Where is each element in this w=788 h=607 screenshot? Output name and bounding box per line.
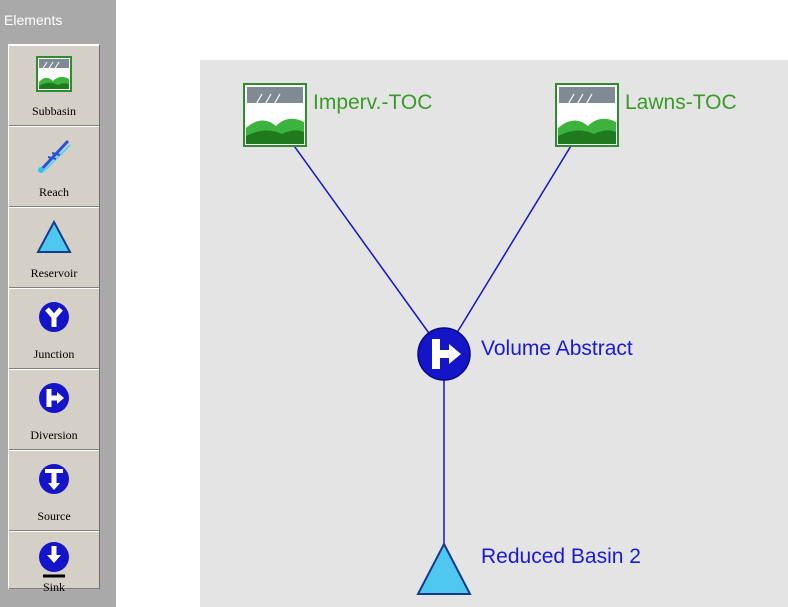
palette-item-junction[interactable]: Junction xyxy=(9,288,99,369)
reservoir-icon xyxy=(36,219,72,253)
palette-item-reservoir[interactable]: Reservoir xyxy=(9,207,99,288)
palette-item-reach[interactable]: Reach xyxy=(9,126,99,207)
palette-item-label: Subbasin xyxy=(31,104,76,118)
palette-item-sink[interactable]: Sink xyxy=(9,531,99,594)
palette-item-source[interactable]: Source xyxy=(9,450,99,531)
node-label-imperv-toc: Imperv.-TOC xyxy=(313,91,433,114)
node-lawns-toc-icon[interactable] xyxy=(555,83,619,147)
palette-item-label: Junction xyxy=(33,347,75,361)
elements-palette: Elements Subbasin Reach xyxy=(0,0,116,607)
palette-item-label: Source xyxy=(37,509,71,523)
node-label-volume-abstract: Volume Abstract xyxy=(481,337,633,360)
sink-icon xyxy=(39,542,69,578)
palette-item-subbasin[interactable]: Subbasin xyxy=(9,45,99,126)
source-icon xyxy=(39,464,69,494)
node-imperv-toc-icon[interactable] xyxy=(243,83,307,147)
reach-icon xyxy=(38,139,71,173)
junction-icon xyxy=(39,302,69,332)
palette-item-diversion[interactable]: Diversion xyxy=(9,369,99,450)
link-lawns-to-diversion xyxy=(443,117,589,355)
basin-canvas[interactable]: Imperv.-TOC Lawns-TOC Volume Abstract Re… xyxy=(200,60,788,607)
palette-item-label: Sink xyxy=(42,580,65,594)
node-volume-abstract-icon[interactable] xyxy=(417,327,471,381)
palette-list: Subbasin Reach Reservoir Junc xyxy=(8,44,100,594)
palette-title: Elements xyxy=(4,12,63,28)
network-diagram xyxy=(243,83,619,595)
node-reduced-basin-2-icon[interactable] xyxy=(416,541,472,595)
palette-item-label: Diversion xyxy=(30,428,78,442)
palette-item-label: Reach xyxy=(39,185,69,199)
diversion-icon xyxy=(39,383,69,413)
palette-item-label: Reservoir xyxy=(30,266,78,280)
node-label-lawns-toc: Lawns-TOC xyxy=(625,91,737,114)
node-label-reduced-basin-2: Reduced Basin 2 xyxy=(481,545,641,568)
subbasin-icon xyxy=(36,56,72,92)
link-imperv-to-diversion xyxy=(273,117,445,355)
